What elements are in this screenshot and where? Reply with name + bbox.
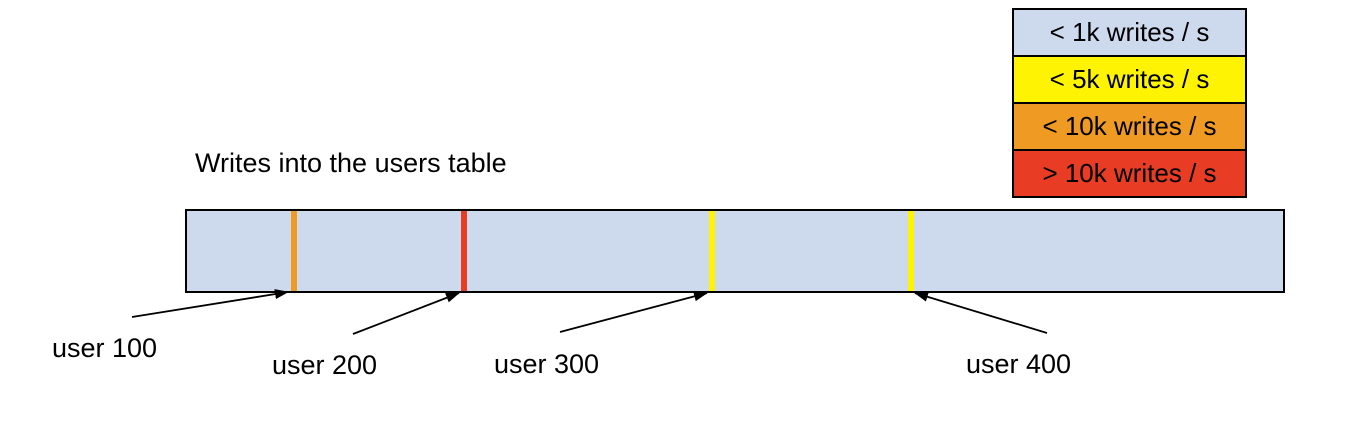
legend-item-lt-5k: < 5k writes / s (1014, 55, 1245, 102)
label-user-200: user 200 (272, 350, 378, 380)
legend-item-lt-10k: < 10k writes / s (1014, 102, 1245, 149)
arrow-user-200 (352, 292, 460, 335)
arrow-user-400 (914, 291, 1048, 334)
hotspot-marker-user-400 (908, 211, 915, 291)
label-user-100: user 100 (52, 333, 158, 363)
legend: < 1k writes / s < 5k writes / s < 10k wr… (1012, 8, 1247, 198)
diagram-title: Writes into the users table (195, 148, 507, 178)
hotspot-marker-user-200 (461, 211, 467, 291)
arrow-user-100 (131, 289, 289, 318)
arrow-user-300 (559, 291, 708, 333)
hotspot-marker-user-300 (708, 211, 715, 291)
hotspot-marker-user-100 (291, 211, 298, 291)
label-user-300: user 300 (494, 349, 600, 379)
users-table-keyspace-bar (185, 209, 1285, 293)
legend-item-gt-10k: > 10k writes / s (1014, 149, 1245, 196)
label-user-400: user 400 (966, 349, 1072, 379)
legend-item-lt-1k: < 1k writes / s (1014, 10, 1245, 55)
